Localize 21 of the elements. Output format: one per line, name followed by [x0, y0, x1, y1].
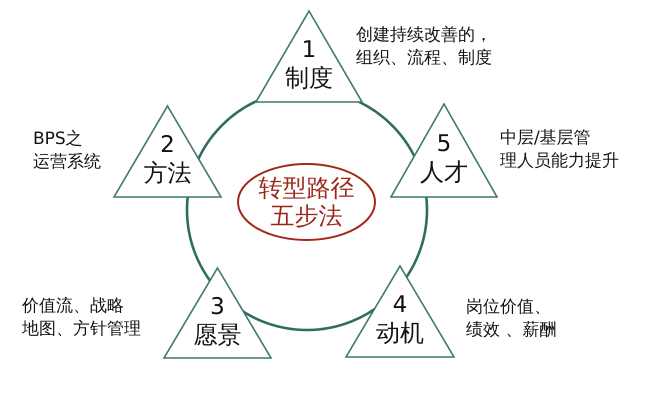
description-text: BPS之运营系统	[33, 128, 101, 174]
center-ellipse	[237, 163, 376, 241]
step-number: 5	[436, 130, 452, 158]
description-text: 岗位价值、绩效 、薪酬	[466, 296, 556, 342]
description-text: 创建持续改善的，组织、流程、制度	[356, 24, 492, 70]
step-number: 2	[160, 131, 175, 159]
step-title: 制度	[285, 64, 333, 92]
step-triangle	[345, 265, 455, 358]
step-number: 1	[302, 36, 316, 64]
center-label: 转型路径五步法	[258, 174, 354, 230]
step-triangle	[163, 267, 272, 359]
step-title: 人才	[420, 158, 468, 186]
step-title: 动机	[376, 319, 424, 347]
step-triangle	[390, 103, 498, 198]
step-title: 愿景	[194, 321, 242, 349]
step-triangle	[113, 105, 222, 198]
step-number: 3	[210, 293, 225, 321]
description-text: 中层/基层管理人员能力提升	[500, 127, 619, 173]
step-title: 方法	[144, 159, 192, 187]
step-number: 4	[392, 291, 408, 319]
description-text: 价值流、战略地图、方针管理	[22, 295, 141, 341]
